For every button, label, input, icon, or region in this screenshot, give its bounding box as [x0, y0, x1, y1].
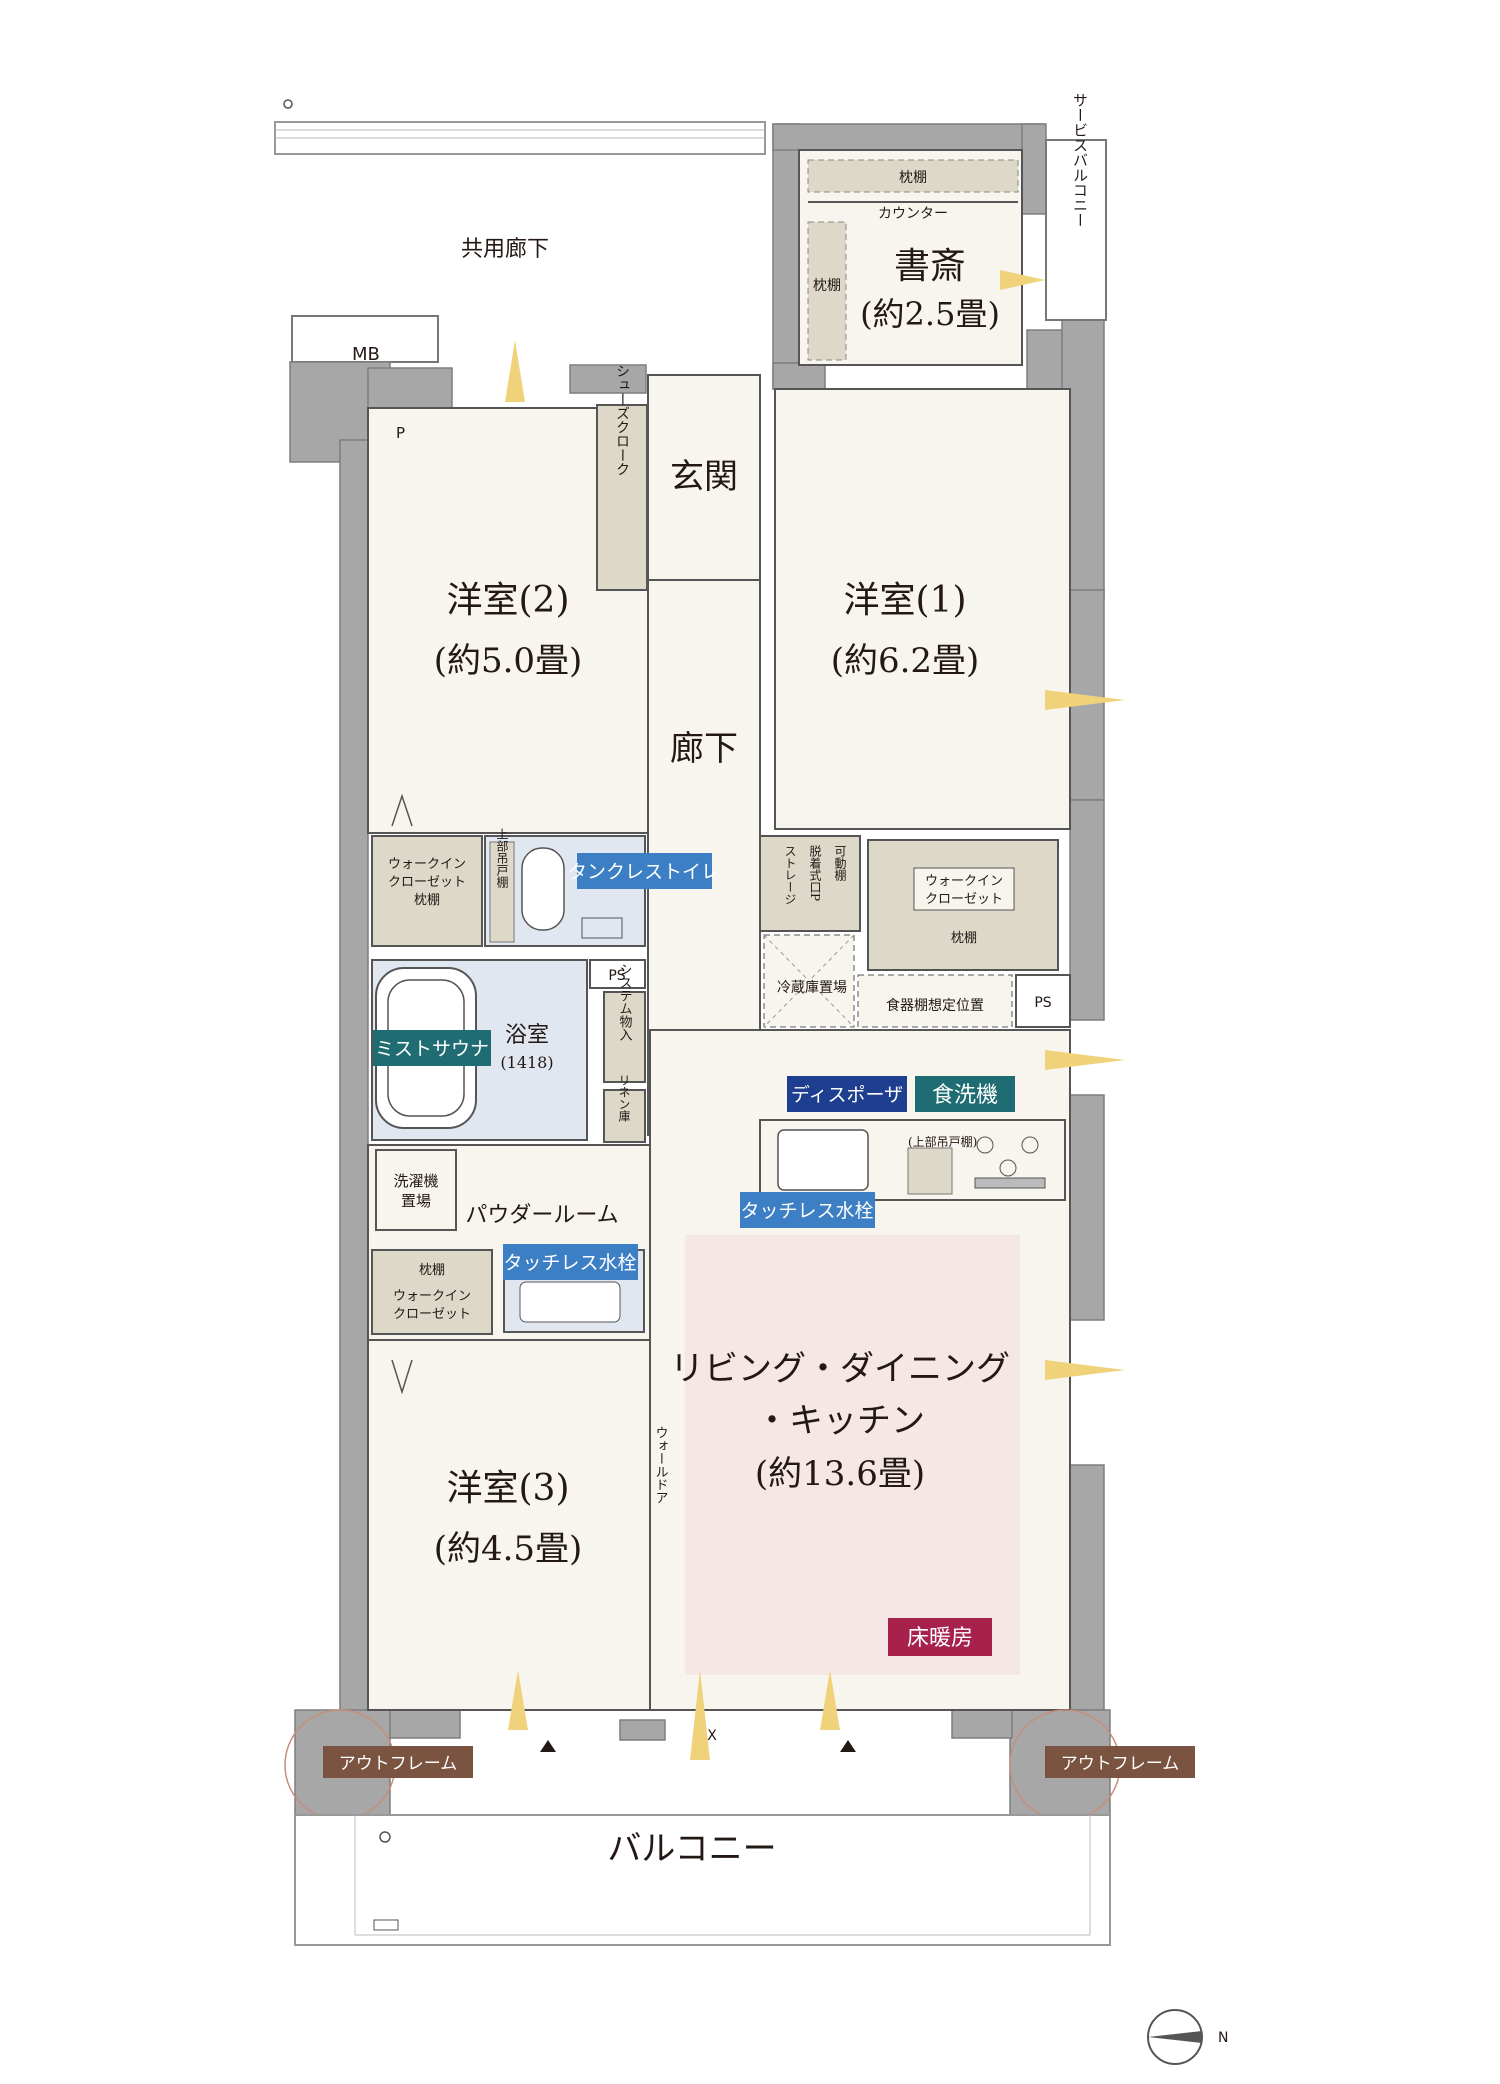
common-corridor-label: 共用廊下 [461, 237, 549, 262]
powder-room-label: パウダールーム [465, 1203, 618, 1228]
north-arrow: N [1147, 2009, 1228, 2065]
disposer-badge [787, 1076, 907, 1112]
svg-text:アウトフレーム: アウトフレーム [1061, 1754, 1180, 1774]
svg-text:リネン庫: リネン庫 [617, 1074, 631, 1123]
wall-door-label: ウォールドア [653, 1426, 668, 1504]
svg-text:タッチレス水栓: タッチレス水栓 [740, 1200, 873, 1222]
svg-text:MB: MB [352, 344, 380, 365]
svg-text:シューズクローク: シューズクローク [614, 364, 630, 476]
svg-text:枕棚: 枕棚 [813, 278, 841, 294]
room3-size: (約4.5畳) [434, 1529, 583, 1569]
svg-text:アウトフレーム: アウトフレーム [339, 1754, 458, 1774]
svg-text:脱着式口P: 脱着式口P [808, 844, 822, 902]
svg-text:ミストサウナ: ミストサウナ [375, 1038, 489, 1060]
touchless-faucet-powder-badge [503, 1244, 638, 1280]
svg-text:床暖房: 床暖房 [907, 1626, 973, 1651]
kitchen-counter: (上部吊戸棚) [759, 1119, 1066, 1201]
svg-text:クローゼット: クローゼット [925, 892, 1003, 907]
ldk-size: (約13.6畳) [755, 1454, 925, 1494]
svg-text:洗濯機: 洗濯機 [393, 1172, 438, 1190]
dishwasher-badge [915, 1076, 1015, 1112]
room1-size: (約6.2畳) [831, 641, 980, 681]
study-size: (約2.5畳) [860, 295, 1000, 333]
ldk-name-2: ・キッチン [755, 1401, 925, 1441]
ldk-heated-area [685, 1235, 1020, 1675]
mb-box [291, 315, 439, 363]
svg-text:ディスポーザ: ディスポーザ [791, 1084, 903, 1106]
bath-size: (1418) [500, 1053, 553, 1072]
svg-text:冷蔵庫置場: 冷蔵庫置場 [777, 979, 847, 996]
outframe-right-badge [1045, 1746, 1195, 1778]
svg-text:上部吊戸棚: 上部吊戸棚 [495, 828, 509, 889]
floor-heating-badge [888, 1618, 992, 1656]
svg-text:食器棚想定位置: 食器棚想定位置 [886, 997, 984, 1014]
room3-name: 洋室(3) [447, 1468, 570, 1509]
mist-sauna-badge [373, 1030, 491, 1066]
room2-name: 洋室(2) [447, 580, 570, 621]
bath-name: 浴室 [505, 1023, 549, 1048]
svg-text:システム物入: システム物入 [617, 963, 633, 1041]
svg-text:枕棚: 枕棚 [951, 931, 977, 946]
wic-left-top: ウォークイン クローゼット 枕棚 [371, 793, 483, 947]
room2-size: (約5.0畳) [434, 641, 583, 681]
svg-text:枕棚: 枕棚 [414, 893, 440, 908]
svg-text:カウンター: カウンター [878, 206, 948, 222]
tankless-toilet-badge [577, 853, 712, 889]
kitchen-back-area: 冷蔵庫置場 食器棚想定位置 PS [763, 934, 1071, 1028]
p-label: P [396, 424, 405, 442]
outframe-left-badge [323, 1746, 473, 1778]
svg-text:ウォークイン: ウォークイン [393, 1289, 471, 1304]
svg-text:可動棚: 可動棚 [833, 845, 847, 882]
svg-text:ストレージ: ストレージ [783, 845, 797, 905]
svg-text:PS: PS [608, 968, 625, 984]
touchless-faucet-kitchen-badge [740, 1192, 875, 1228]
study-fixtures: 枕棚 カウンター 枕棚 書斎 (約2.5畳) [807, 159, 1019, 361]
balcony [294, 1814, 1111, 1946]
svg-text:(上部吊戸棚): (上部吊戸棚) [908, 1134, 977, 1149]
svg-text:タッチレス水栓: タッチレス水栓 [503, 1252, 636, 1274]
study-name: 書斎 [894, 246, 966, 287]
svg-text:食洗機: 食洗機 [932, 1083, 998, 1108]
svg-text:ウォークイン: ウォークイン [925, 874, 1003, 889]
balcony-label: バルコニー [607, 1829, 776, 1869]
svg-text:枕棚: 枕棚 [419, 1263, 445, 1278]
hallway-label: 廊下 [670, 729, 738, 769]
entrance-label: 玄関 [670, 457, 738, 497]
shoe-closet [596, 404, 648, 591]
svg-text:クローゼット: クローゼット [388, 875, 466, 890]
svg-text:クローゼット: クローゼット [393, 1307, 471, 1322]
ventilation-markers [505, 270, 1125, 1760]
wic-left-bottom: 枕棚 ウォークイン クローゼット [371, 1249, 493, 1395]
room1-name: 洋室(1) [844, 580, 967, 621]
svg-text:タンクレストイレ: タンクレストイレ [568, 861, 720, 883]
ldk-name-1: リビング・ダイニング [670, 1349, 1010, 1389]
svg-text:ウォークイン: ウォークイン [388, 857, 466, 872]
svg-text:PS: PS [1034, 995, 1051, 1011]
svg-text:N: N [1218, 2030, 1228, 2046]
service-balcony [1045, 139, 1107, 321]
svg-text:置場: 置場 [401, 1192, 431, 1210]
storage-area: ストレージ 脱着式口P 可動棚 ウォークイン クローゼット 枕棚 [759, 835, 1059, 971]
svg-text:枕棚: 枕棚 [899, 170, 927, 186]
svg-text:サービスバルコニー: サービスバルコニー [1071, 93, 1089, 228]
